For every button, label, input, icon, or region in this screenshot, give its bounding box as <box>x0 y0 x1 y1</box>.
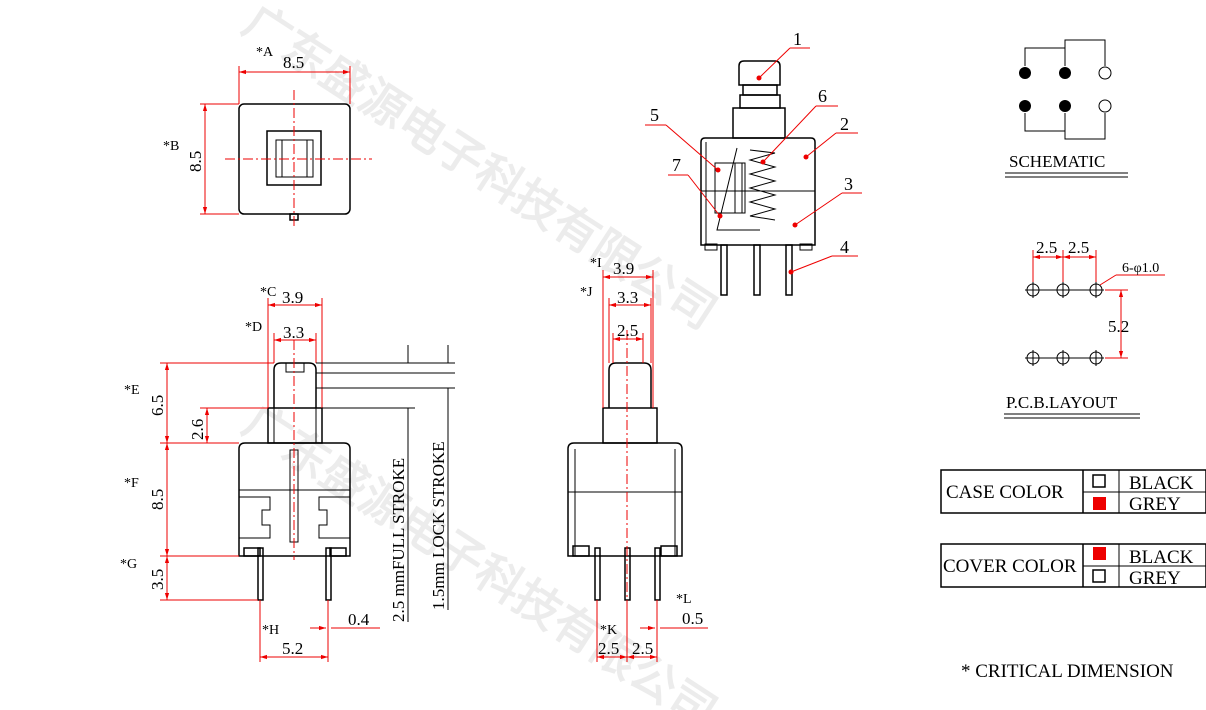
case-color-table: CASE COLOR BLACK GREY <box>940 469 1206 515</box>
dimension-label: COVER COLOR <box>943 556 1077 577</box>
dimension-label: 2.5 <box>617 321 638 340</box>
dimension-label: BLACK <box>1129 547 1194 568</box>
cover-black-checkbox <box>1093 547 1106 560</box>
dimension-label: *F <box>124 476 139 491</box>
dimension-label: *C <box>260 285 276 300</box>
dimension-label: *K <box>600 623 617 638</box>
dimension-label: 5.2 <box>282 639 303 658</box>
footnote: * CRITICAL DIMENSION <box>961 661 1174 682</box>
dimension-label: BLACK <box>1129 473 1194 494</box>
cover-grey-checkbox <box>1092 569 1106 583</box>
dimension-label: *D <box>245 320 262 335</box>
dimension-label: 8.5 <box>186 151 205 172</box>
dimension-label: 3.9 <box>282 288 303 307</box>
dimension-label: 8.5 <box>283 53 304 72</box>
dimension-label: *G <box>120 557 137 572</box>
dimension-label: *J <box>580 285 593 300</box>
dimension-label: 0.4 <box>348 610 370 629</box>
case-black-checkbox <box>1092 474 1106 488</box>
dimension-label: 3.9 <box>613 259 634 278</box>
dimension-label: *E <box>124 383 140 398</box>
dimension-label: 3 <box>844 174 853 194</box>
side-view: *I 3.9 *J 3.3 2.5 *K 2.5 2.5 *L 0.5 <box>567 256 708 662</box>
dimension-label: 2.5 mmFULL STROKE <box>389 458 408 622</box>
dimension-label: 6-φ1.0 <box>1122 261 1159 276</box>
dimension-label: 6 <box>818 86 827 106</box>
dimension-label: 1 <box>793 29 802 49</box>
front-view: *C 3.9 *D 3.3 *E 6.5 2.6 *F 8.5 *G 3.5 *… <box>120 285 455 662</box>
internal-view: 1 2 3 4 5 6 7 <box>645 29 862 296</box>
dimension-label: 5 <box>650 105 659 125</box>
dimension-label: *A <box>256 45 274 60</box>
top-view: *A 8.5 *B 8.5 <box>163 45 372 226</box>
case-grey-checkbox <box>1093 497 1106 510</box>
dimension-label: 0.5 <box>682 609 703 628</box>
pcb-layout: 2.5 2.5 6-φ1.0 5.2 P.C.B.LAYOUT <box>1004 238 1165 419</box>
dimension-label: P.C.B.LAYOUT <box>1006 393 1118 412</box>
dimension-label: 2.5 <box>1036 238 1057 257</box>
dimension-label: 2 <box>840 114 849 134</box>
dimension-label: 4 <box>840 237 849 257</box>
dimension-label: *L <box>676 592 692 607</box>
dimension-label: GREY <box>1129 494 1181 515</box>
dimension-label: 2.6 <box>188 419 207 440</box>
dimension-label: 3.3 <box>617 288 638 307</box>
cover-color-table: COVER COLOR BLACK GREY <box>940 543 1206 589</box>
dimension-label: CASE COLOR <box>946 482 1064 503</box>
dimension-label: 8.5 <box>148 489 167 510</box>
dimension-label: 3.5 <box>148 569 167 590</box>
dimension-label: GREY <box>1129 568 1181 589</box>
dimension-label: 广东盛源电子科技有限公司 <box>234 394 726 710</box>
schematic: SCHEMATIC <box>1005 39 1128 178</box>
dimension-label: SCHEMATIC <box>1009 152 1105 171</box>
dimension-label: 7 <box>672 155 681 175</box>
dimension-label: 5.2 <box>1108 317 1129 336</box>
dimension-label: 2.5 <box>1068 238 1089 257</box>
dimension-label: 6.5 <box>148 395 167 416</box>
dimension-label: 2.5 <box>598 639 619 658</box>
dimension-label: 1.5mm LOCK STROKE <box>429 441 448 610</box>
dimension-label: *I <box>590 256 602 271</box>
dimension-label: *B <box>163 139 179 154</box>
dimension-label: 3.3 <box>283 323 304 342</box>
dimension-label: *H <box>262 623 279 638</box>
callout-markers <box>645 47 862 275</box>
dimension-label: 2.5 <box>632 639 653 658</box>
